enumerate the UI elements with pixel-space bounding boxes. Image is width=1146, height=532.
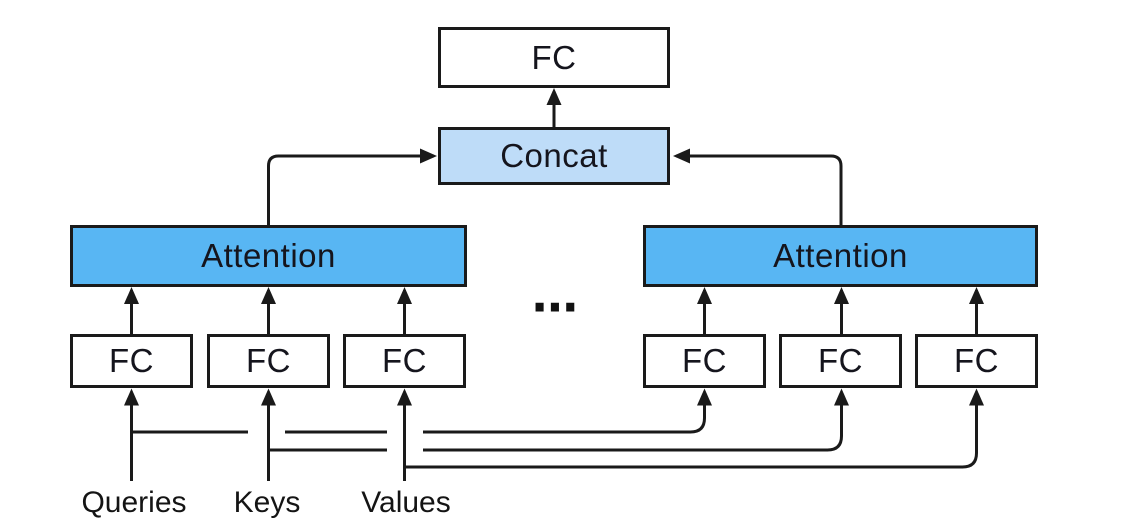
- node-attention-left: Attention: [70, 225, 467, 287]
- node-fc-keys-right: FC: [779, 334, 902, 388]
- wire-attention-left-to-concat: [267, 148, 437, 225]
- node-fc-label: FC: [818, 342, 863, 379]
- heads-ellipsis: ⋯: [532, 281, 578, 333]
- input-label-queries: Queries: [81, 486, 187, 519]
- input-label-values: Values: [361, 486, 451, 519]
- wire-keys-branch-to-fc5: [268, 392, 842, 452]
- node-fc-queries-left: FC: [70, 334, 193, 388]
- wire-attention-right-to-concat: [673, 148, 843, 227]
- input-label-keys: Keys: [233, 486, 301, 519]
- node-fc-label: FC: [382, 342, 427, 379]
- node-fc-label: FC: [109, 342, 154, 379]
- wire-values-branch-to-fc6: [404, 388, 984, 469]
- node-fc-label: FC: [246, 342, 291, 379]
- node-fc-label: FC: [954, 342, 999, 379]
- node-fc-output-label: FC: [531, 38, 577, 76]
- wire-queries-branch-to-fc4: [131, 392, 705, 434]
- node-concat-label: Concat: [500, 137, 608, 174]
- node-concat: Concat: [438, 127, 670, 185]
- node-fc-values-right: FC: [915, 334, 1038, 388]
- node-fc-values-left: FC: [343, 334, 466, 388]
- node-fc-label: FC: [682, 342, 727, 379]
- node-fc-output: FC: [438, 27, 670, 88]
- node-attention-right-label: Attention: [773, 237, 908, 274]
- node-attention-right: Attention: [643, 225, 1038, 287]
- node-fc-keys-left: FC: [207, 334, 330, 388]
- node-fc-queries-right: FC: [643, 334, 766, 388]
- node-attention-left-label: Attention: [201, 237, 336, 274]
